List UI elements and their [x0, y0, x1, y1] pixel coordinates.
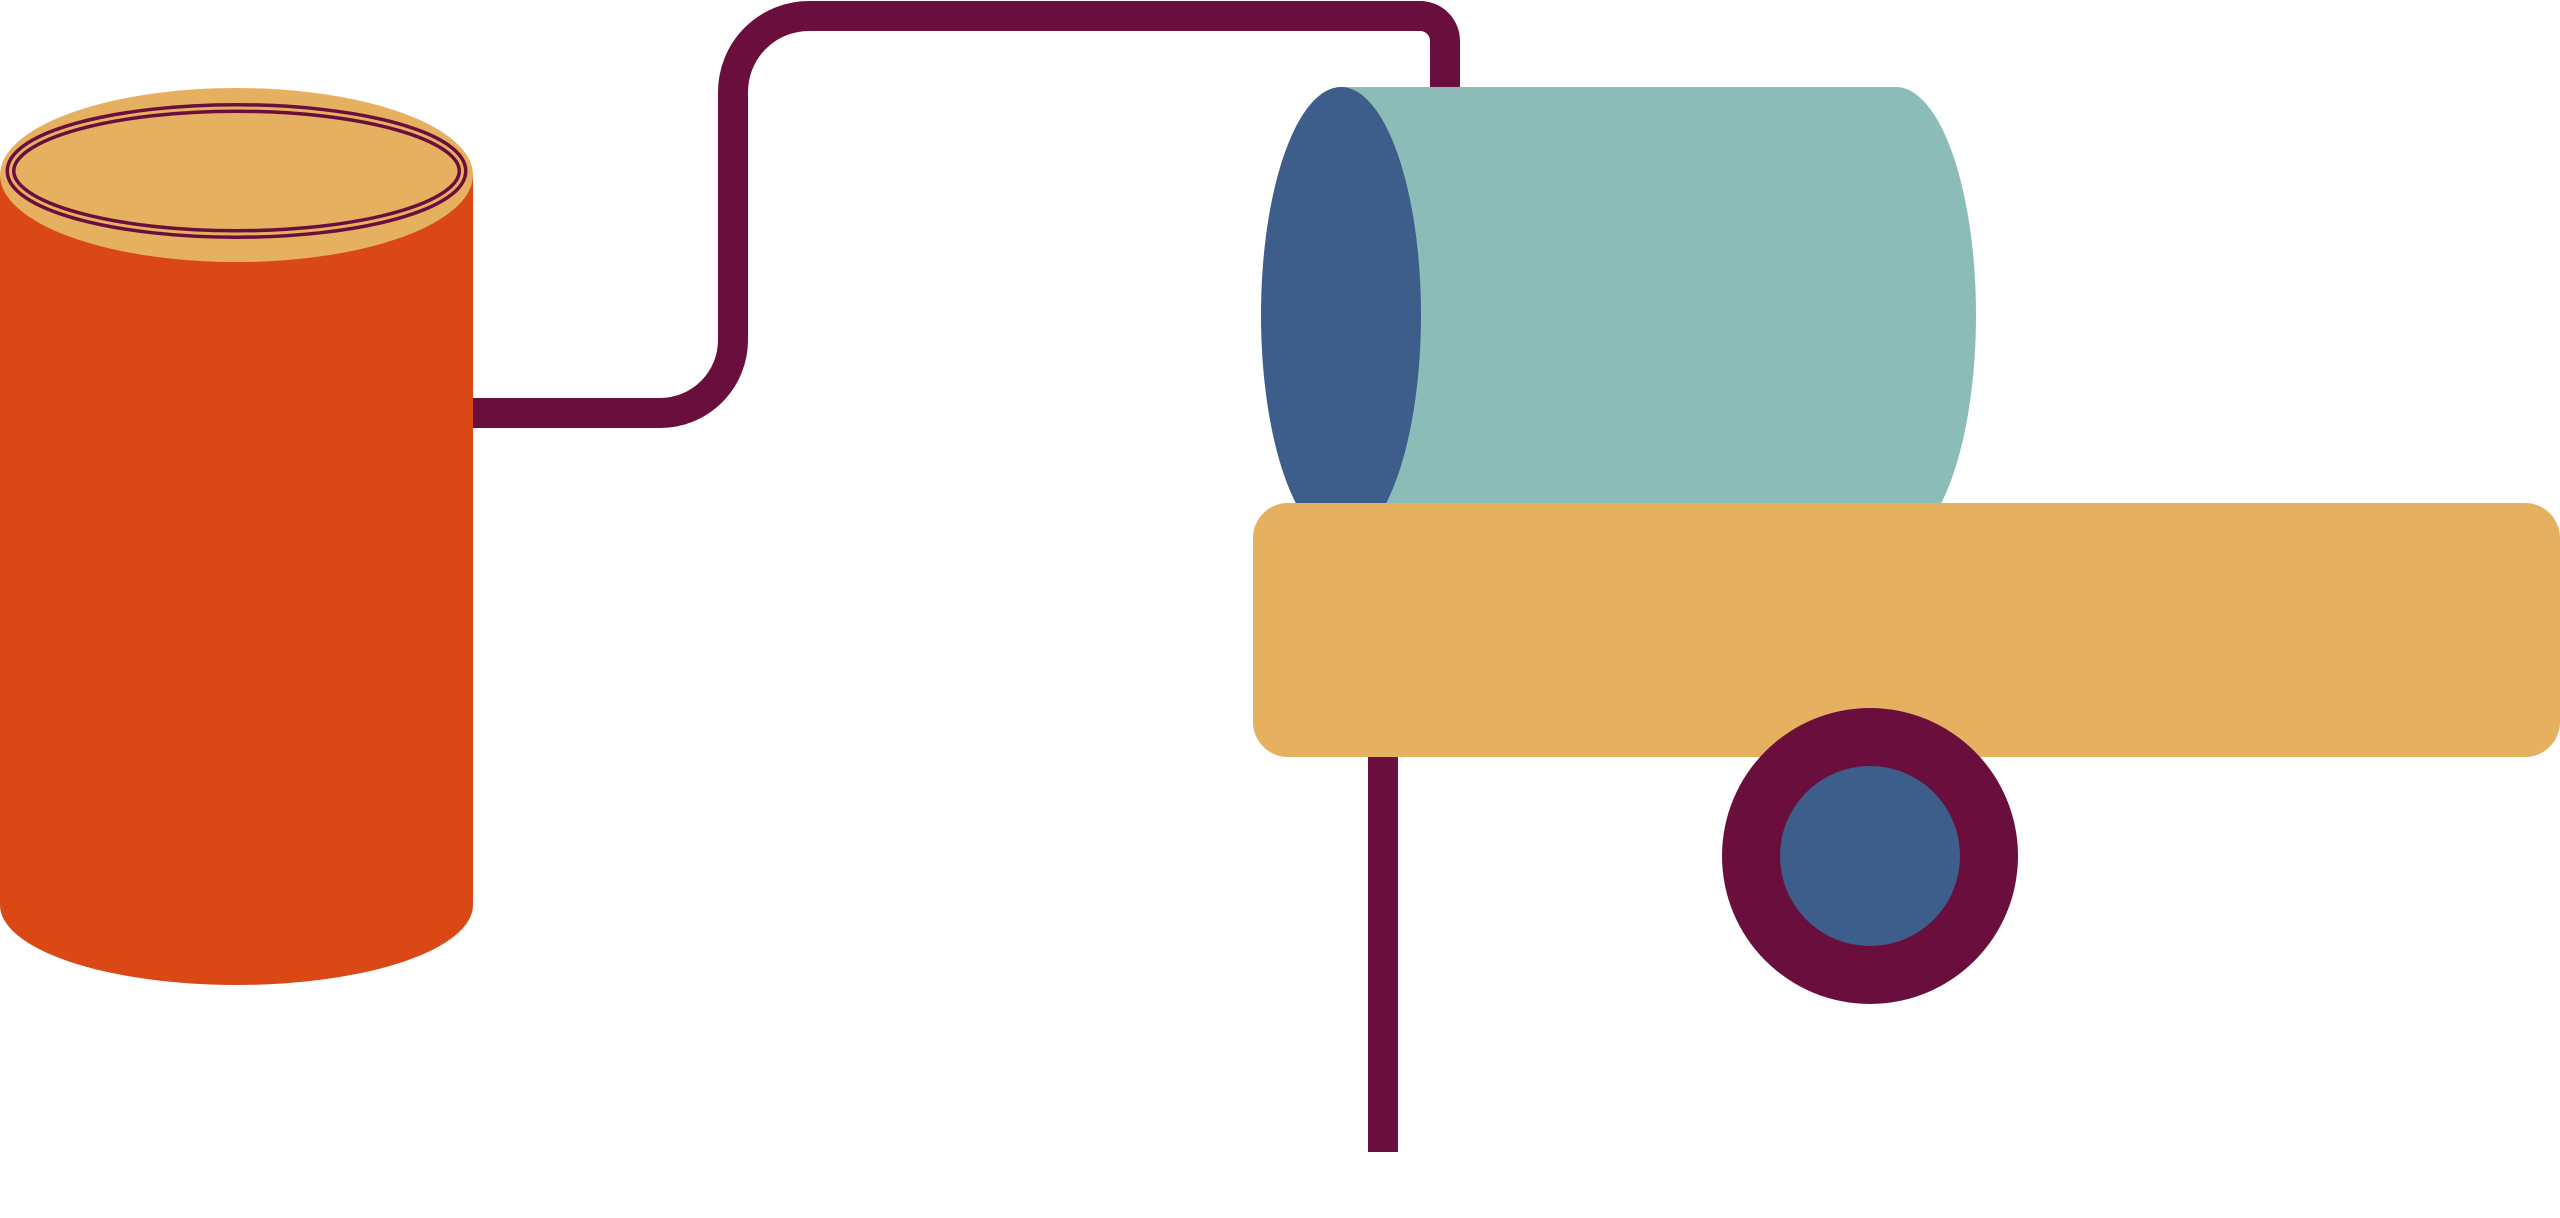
tank-body — [0, 175, 473, 905]
tank-trailer — [1253, 87, 2560, 1152]
tank-lid-inner-line — [9, 106, 464, 236]
trailer-cylinder-body — [1341, 87, 1896, 505]
trailer-stand-leg — [1368, 740, 1398, 1152]
pipe — [425, 1, 1460, 428]
trailer-cylinder-right-end — [1816, 87, 1976, 505]
wheel-hub — [1780, 766, 1960, 946]
trailer-cylinder-left-end — [1261, 87, 1421, 505]
storage-tank — [0, 88, 473, 985]
trailer-platform — [1253, 503, 2560, 757]
tank-top — [0, 88, 473, 262]
tank-bottom — [0, 825, 473, 985]
